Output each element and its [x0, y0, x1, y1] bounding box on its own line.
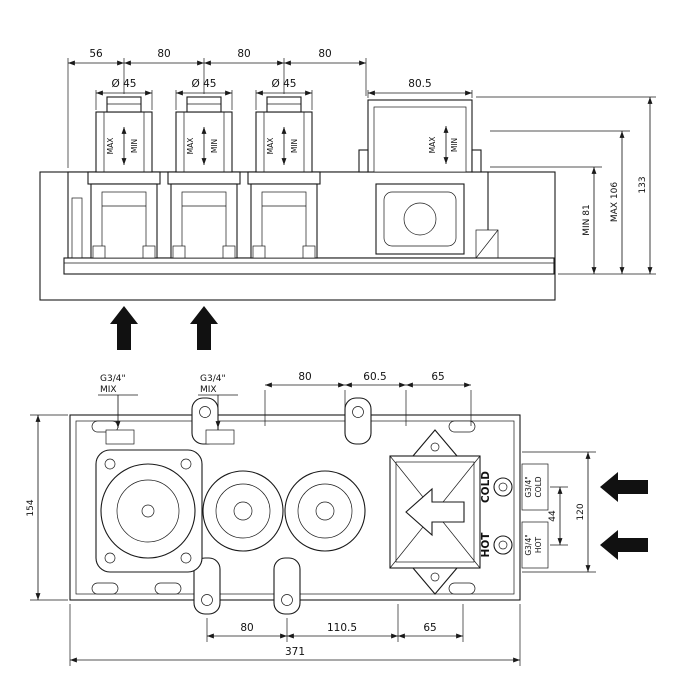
dim-dia45-3: Ø 45	[272, 78, 297, 90]
dim-133: 133	[638, 176, 648, 193]
dim-56: 56	[89, 48, 103, 60]
svg-text:G3/4": G3/4"	[524, 534, 533, 555]
dim-row-top-plan: 80 60.5 65	[264, 371, 472, 426]
dim-depths: MIN 81 MAX 106 133	[476, 96, 656, 275]
clamp-tab-bottom-2	[273, 557, 301, 615]
volume-cartridge-2	[284, 470, 366, 552]
handle-max-label-3: MAX	[266, 138, 275, 155]
dim-120-group: 120	[522, 451, 596, 573]
flow-arrow-cold	[600, 472, 648, 502]
slot-top-right	[448, 420, 476, 433]
dim-65-bottom: 65	[423, 622, 436, 634]
flow-arrow-up-2	[190, 306, 218, 350]
cartridge-body-3	[247, 171, 321, 259]
handle-min-label-3: MIN	[290, 139, 299, 153]
right-bracket	[475, 229, 499, 259]
dim-371: 371	[285, 646, 305, 658]
cold-inlet-port	[493, 477, 513, 497]
handle-2: MAX MIN	[175, 96, 233, 173]
handle-max-label-1: MAX	[106, 138, 115, 155]
dim-dia45-1: Ø 45	[112, 78, 137, 90]
dim-60-5: 60.5	[363, 371, 386, 383]
cold-label: COLD	[480, 471, 492, 503]
mounting-plate	[63, 257, 555, 275]
dim-80-bottom: 80	[240, 622, 253, 634]
flow-arrow-up-1	[110, 306, 138, 350]
dim-154-group: 154	[26, 414, 68, 601]
slot-bottom-left	[91, 582, 119, 595]
dim-371-group: 371	[69, 604, 521, 666]
hot-port-label: G3/4" HOT	[521, 521, 549, 569]
dim-row-bottom-plan: 80 110.5 65	[206, 604, 464, 642]
dim-80-3: 80	[318, 48, 331, 60]
top-section-view: MAX MIN MAX MIN	[39, 48, 656, 350]
bottom-plan-view: COLD HOT G3/4" COLD G3/4" HOT G3/4" MIX …	[26, 371, 648, 666]
mix-label-2: G3/4" MIX	[198, 374, 238, 428]
handle-min-label-2: MIN	[210, 139, 219, 153]
dim-110-5: 110.5	[327, 622, 357, 634]
cold-port-label: G3/4" COLD	[521, 463, 549, 511]
dim-65-top: 65	[431, 371, 444, 383]
block-max-label: MAX	[428, 137, 437, 154]
dim-120: 120	[576, 503, 586, 520]
mix-outlet-2	[205, 429, 235, 445]
cartridge-body-2	[167, 171, 241, 259]
dim-154: 154	[26, 499, 36, 516]
dim-80-2: 80	[237, 48, 250, 60]
mix-label-1: G3/4" MIX	[98, 374, 138, 428]
thermostat-cartridge	[95, 449, 203, 573]
svg-text:G3/4": G3/4"	[524, 476, 533, 497]
dim-44-group: 44	[548, 486, 568, 546]
dim-44: 44	[548, 510, 558, 522]
hot-label: HOT	[480, 532, 492, 558]
svg-text:MIX: MIX	[200, 385, 217, 395]
diverter-block: MAX MIN	[358, 99, 482, 255]
dim-row-diameters: Ø 45 Ø 45 Ø 45 80.5	[95, 78, 473, 110]
handle-3: MAX MIN	[255, 96, 313, 173]
handle-max-label-2: MAX	[186, 138, 195, 155]
volume-cartridge-1	[202, 470, 284, 552]
clamp-tab-bottom-1	[193, 557, 221, 615]
svg-text:HOT: HOT	[534, 537, 543, 554]
dim-80-5: 80.5	[408, 78, 431, 90]
svg-text:G3/4": G3/4"	[200, 374, 226, 384]
dim-dia45-2: Ø 45	[192, 78, 217, 90]
clamp-tab-top-2	[344, 397, 372, 445]
dim-min-81: MIN 81	[582, 204, 592, 235]
left-bracket	[71, 197, 83, 259]
slot-bottom-right	[448, 582, 476, 595]
cartridge-body-1	[87, 171, 161, 259]
flow-arrow-hot	[600, 530, 648, 560]
slot-bottom-mid	[154, 582, 182, 595]
dim-80-top: 80	[298, 371, 311, 383]
dim-max-106: MAX 106	[610, 182, 620, 222]
handle-min-label-1: MIN	[130, 139, 139, 153]
block-min-label: MIN	[450, 138, 459, 152]
svg-text:COLD: COLD	[534, 476, 543, 497]
inlet-block: COLD HOT	[389, 429, 492, 595]
hot-inlet-port	[493, 535, 513, 555]
handle-1: MAX MIN	[95, 96, 153, 173]
svg-text:G3/4": G3/4"	[100, 374, 126, 384]
dim-80-1: 80	[157, 48, 170, 60]
flow-direction-arrow-icon	[405, 487, 465, 537]
dim-row-spacing: 56 80 80 80	[67, 48, 367, 168]
svg-text:MIX: MIX	[100, 385, 117, 395]
mix-outlet-1	[105, 429, 135, 445]
